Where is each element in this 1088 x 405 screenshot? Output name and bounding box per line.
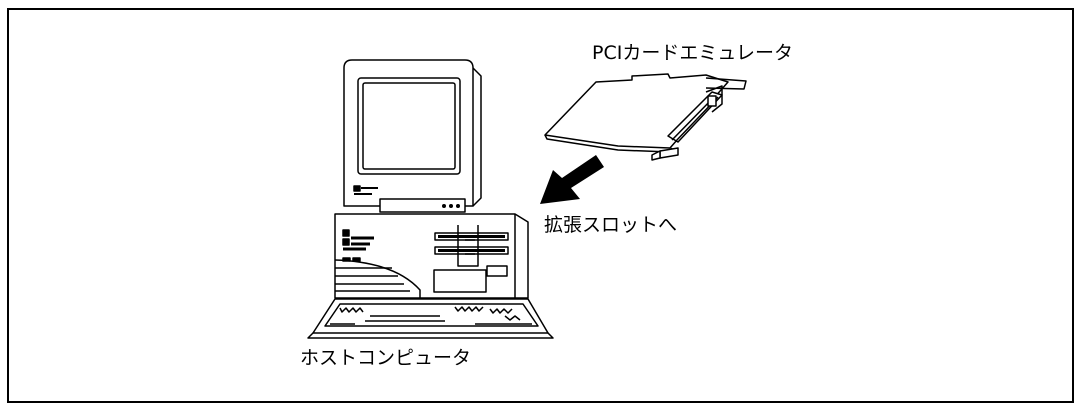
computer-monitor-icon: [343, 59, 482, 213]
pci-card-emulator-label: PCIカードエミュレータ: [592, 42, 793, 64]
expansion-slot-label: 拡張スロットへ: [544, 214, 678, 236]
pci-card-icon: [544, 73, 747, 161]
insert-arrow-icon: [540, 155, 604, 204]
keyboard-icon: [307, 298, 554, 339]
host-computer-label: ホストコンピュータ: [300, 347, 472, 369]
diagram-frame: [7, 8, 1074, 403]
system-unit-icon: [334, 213, 529, 299]
